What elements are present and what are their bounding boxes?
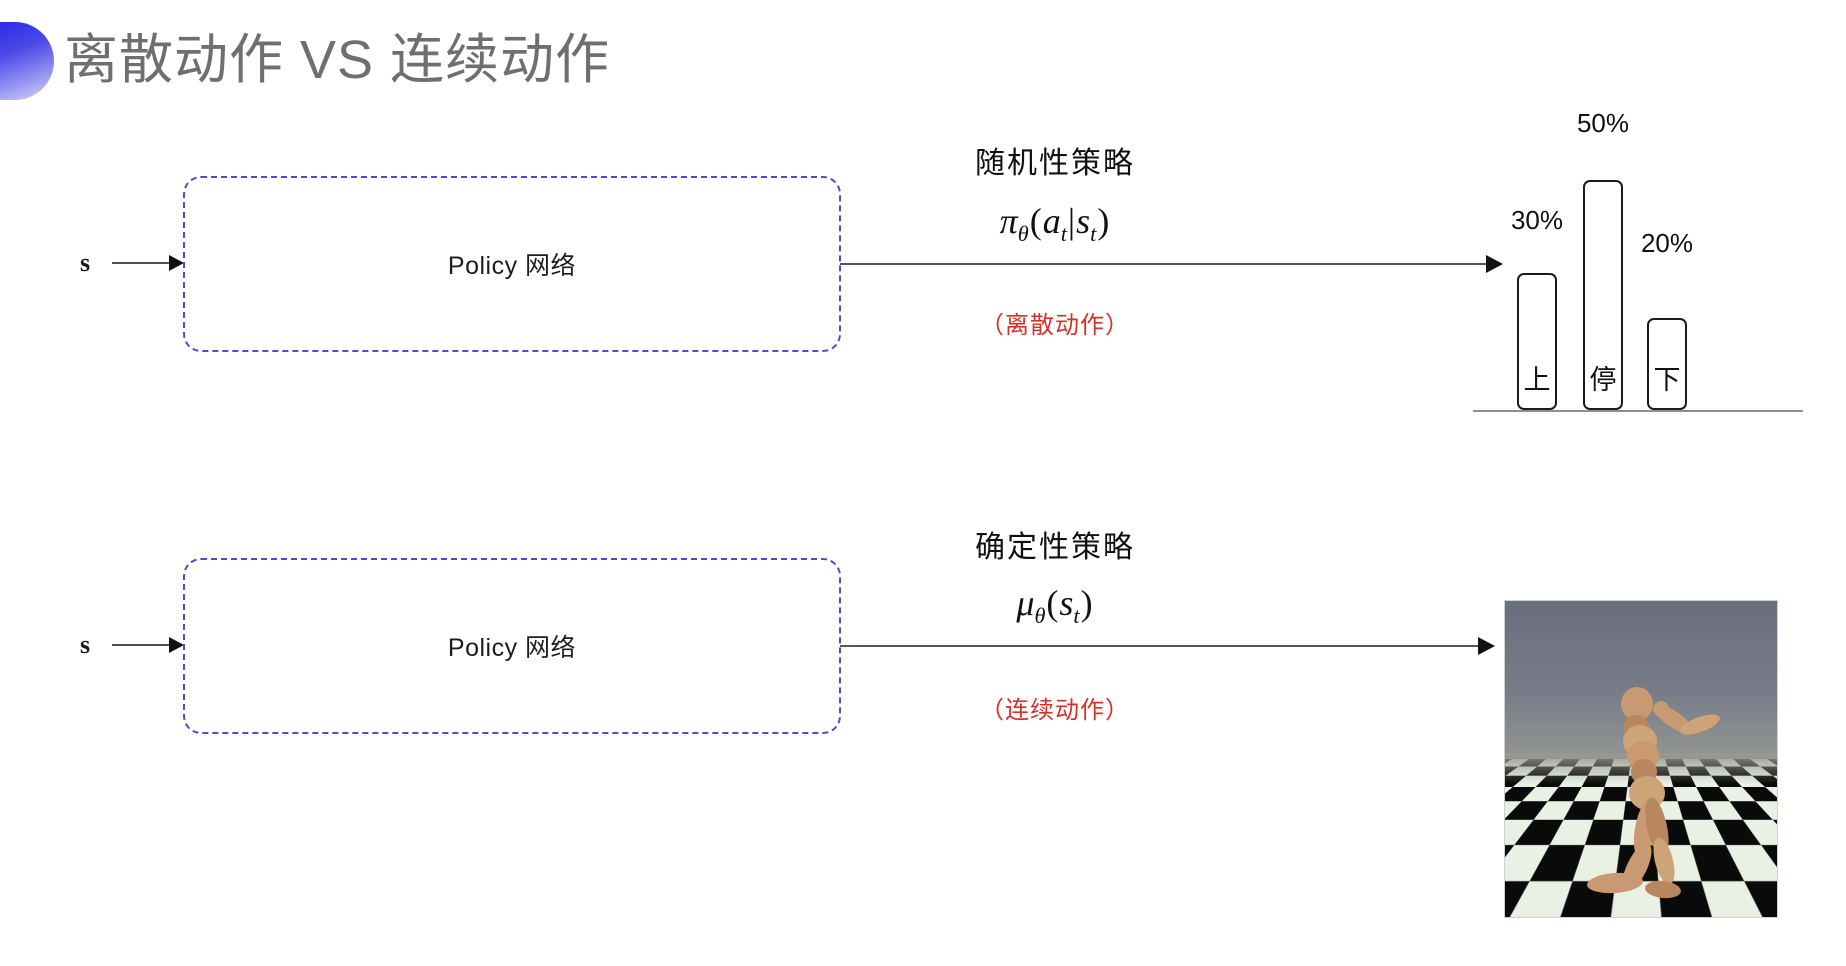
row1-formula-close-paren: ) [1097, 201, 1110, 241]
row2-input-state-label: s [80, 630, 91, 659]
row1-policy-network-label: Policy 网络 [447, 252, 577, 280]
chart-value-label-2: 20% [1640, 228, 1694, 258]
row1-formula-theta: θ [1017, 221, 1029, 247]
chart-category-label-0: 上 [1523, 365, 1551, 395]
row1-formula-action: a [1042, 201, 1061, 241]
chart-value-label-1: 50% [1576, 108, 1630, 138]
chart-bar-2 [1647, 318, 1687, 411]
row1-formula-state-sub: t [1090, 221, 1097, 247]
title-accent-shape [0, 22, 54, 100]
row2-input-arrow-head [169, 637, 184, 653]
row1-formula-pipe: | [1067, 201, 1076, 241]
row2-action-type-note: （连续动作） [980, 697, 1130, 724]
row1-input-arrow-shaft [112, 262, 170, 264]
chart-value-label-0: 30% [1510, 205, 1564, 235]
row2-output-arrow-head [1478, 637, 1495, 655]
chart-category-label-2: 下 [1653, 365, 1681, 395]
chart-baseline-axis [1473, 410, 1803, 412]
row2-output-arrow [840, 636, 1495, 656]
row2-policy-network-label: Policy 网络 [447, 634, 577, 662]
row1-output-arrow-head [1486, 255, 1503, 273]
row1-policy-kind-label: 随机性策略 [975, 147, 1135, 180]
discrete-action-bar-chart: 30% 上 50% 停 20% 下 [1473, 108, 1803, 412]
row1-formula-pi: π [999, 201, 1018, 241]
chart-bar-1 [1583, 180, 1623, 411]
row2-policy-network-box[interactable]: Policy 网络 [183, 558, 841, 734]
row1-input-arrow [112, 253, 184, 273]
row2-policy-kind-label: 确定性策略 [975, 531, 1135, 564]
row2-formula-state-sub: t [1073, 603, 1080, 629]
row1-output-arrow [840, 254, 1503, 274]
row2-formula-state: s [1059, 583, 1074, 623]
chart-category-label-1: 停 [1589, 365, 1617, 395]
row1-input-state-label: s [80, 248, 91, 277]
row1-input-arrow-head [169, 255, 184, 271]
row2-formula-mu: μ [1016, 583, 1035, 623]
row1-policy-formula: πθ(at|st) [955, 200, 1155, 247]
row1-output-arrow-shaft [840, 263, 1487, 265]
row1-action-type-note: （离散动作） [980, 312, 1130, 339]
row2-formula-open-paren: ( [1046, 583, 1059, 623]
row1-formula-action-sub: t [1060, 221, 1067, 247]
row2-input-arrow-shaft [112, 644, 170, 646]
chart-bar-0 [1517, 273, 1557, 411]
row2-policy-formula: μθ(st) [955, 582, 1155, 629]
humanoid-simulation-image [1504, 600, 1778, 918]
row1-formula-state: s [1076, 201, 1091, 241]
row2-formula-close-paren: ) [1080, 583, 1093, 623]
page-title: 离散动作 VS 连续动作 [64, 30, 611, 90]
row2-input-arrow [112, 635, 184, 655]
row2-output-arrow-shaft [840, 645, 1479, 647]
row1-formula-open-paren: ( [1029, 201, 1042, 241]
row1-policy-network-box[interactable]: Policy 网络 [183, 176, 841, 352]
row2-formula-theta: θ [1034, 603, 1046, 629]
